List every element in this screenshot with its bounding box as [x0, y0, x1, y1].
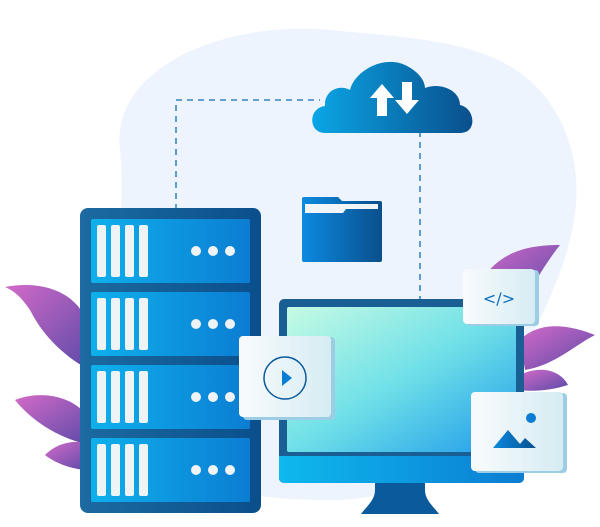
- server-unit: [91, 219, 250, 283]
- video-play-icon: [239, 336, 335, 420]
- image-icon: [471, 392, 567, 473]
- folder-icon: [302, 197, 382, 262]
- server-rack-icon: [80, 208, 261, 513]
- cloud-upload-download-icon: [312, 61, 473, 133]
- svg-text:</>: </>: [483, 289, 515, 308]
- connection-line-left: [175, 99, 320, 210]
- download-arrow-icon: [395, 82, 419, 114]
- code-icon: </>: [463, 269, 539, 326]
- upload-arrow-icon: [370, 84, 394, 116]
- server-unit: [91, 365, 250, 429]
- leaf-decoration-left: [5, 284, 90, 470]
- server-unit: [91, 292, 250, 356]
- server-unit: [91, 438, 250, 502]
- monitor-icon: [279, 299, 524, 514]
